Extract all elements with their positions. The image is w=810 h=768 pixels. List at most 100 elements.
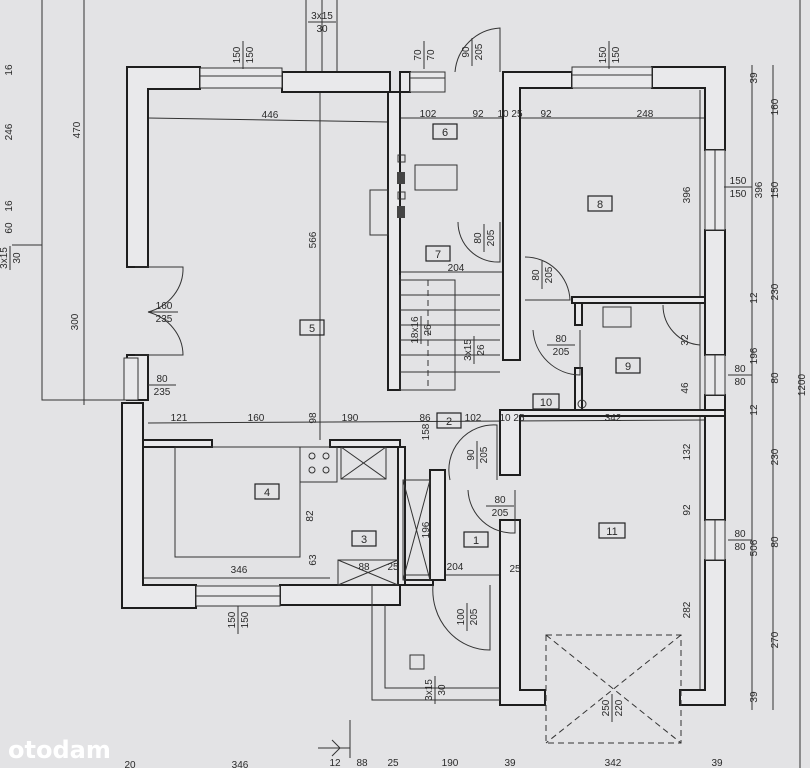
label-bottom: 235 [154, 387, 171, 398]
dim-label: 204 [447, 562, 464, 573]
label-top: 150 [227, 611, 238, 628]
dim-label: 25 [387, 562, 399, 573]
dim-label: 230 [770, 448, 781, 465]
dim-label: 132 [682, 443, 693, 460]
room-number: 3 [361, 534, 367, 546]
dim-label: 446 [262, 110, 279, 121]
dim-label: 98 [308, 412, 319, 424]
label-top: 3x15 [311, 11, 333, 22]
room-1: 1 [463, 531, 489, 548]
dim-label: 342 [605, 758, 622, 768]
label-bottom: 205 [479, 446, 490, 463]
room-6: 6 [432, 123, 458, 140]
dim-label: 80 [770, 372, 781, 384]
dim-label: 12 [749, 292, 760, 304]
dim-label: 10 25 [499, 413, 524, 424]
dim-label: 470 [72, 121, 83, 138]
bottom-dimension-labels: 20 346 12 88 25 190 39 342 39 [124, 758, 723, 768]
dim-label: 25 [509, 564, 521, 575]
label-bottom: 205 [553, 347, 570, 358]
dim-label: 46 [680, 382, 691, 394]
dim-label: 506 [749, 539, 760, 556]
label-top: 80 [555, 334, 567, 345]
room-number: 11 [606, 526, 617, 538]
dim-label: 80 [770, 536, 781, 548]
dim-label: 39 [504, 758, 516, 768]
dim-label: 92 [472, 109, 484, 120]
sink-icon [602, 306, 632, 328]
dim-label: 248 [637, 109, 654, 120]
label-top: 160 [156, 301, 173, 312]
stairs [399, 275, 500, 391]
room-number: 7 [435, 249, 441, 261]
room-2: 2 [436, 412, 462, 429]
dim-label: 20 [124, 760, 136, 768]
dimension-labels: 446 566 470 246 16 16 60 300 102 92 10 2… [4, 64, 808, 703]
room-number: 1 [473, 535, 479, 547]
label-bottom: 205 [492, 508, 509, 519]
label-bottom: 150 [240, 611, 251, 628]
room-8: 8 [587, 195, 613, 212]
dim-label: 396 [754, 181, 765, 198]
dim-label: 204 [448, 263, 465, 274]
dim-label: 32 [680, 334, 691, 346]
room-9: 9 [615, 357, 641, 374]
label-top: 3x15 [463, 339, 474, 361]
label-top: 150 [598, 46, 609, 63]
dim-label: 190 [442, 758, 459, 768]
room-labels: 1 2 3 4 5 6 7 8 9 10 11 [254, 123, 641, 548]
dim-label: 92 [540, 109, 552, 120]
label-top: 3x15 [0, 247, 10, 269]
walls [121, 66, 726, 706]
label-top: 100 [456, 608, 467, 625]
dim-label: 10 25 [497, 109, 522, 120]
label-bottom: 205 [469, 608, 480, 625]
dim-label: 190 [342, 413, 359, 424]
dim-label: 102 [420, 109, 437, 120]
windows [123, 66, 726, 607]
dim-label: 60 [4, 222, 15, 234]
dim-label: 121 [171, 413, 188, 424]
bay-window [545, 634, 682, 744]
label-top: 150 [232, 46, 243, 63]
label-bottom: 205 [486, 229, 497, 246]
dim-label: 88 [356, 758, 368, 768]
dim-label: 160 [770, 98, 781, 115]
dim-label: 230 [770, 283, 781, 300]
dim-label: 88 [358, 562, 370, 573]
room-5: 5 [299, 319, 325, 336]
room-7: 7 [425, 245, 451, 262]
room-number: 5 [309, 323, 315, 335]
dim-label: 158 [421, 423, 432, 440]
label-top: 80 [531, 269, 542, 281]
watermark-logo: otodam [8, 736, 111, 764]
dim-label: 566 [308, 231, 319, 248]
dim-label: 12 [329, 758, 341, 768]
room-number: 8 [597, 199, 603, 211]
dimension-lines [12, 0, 801, 768]
label-top: 80 [734, 529, 746, 540]
label-bottom: 205 [544, 266, 555, 283]
dim-label: 102 [465, 413, 482, 424]
dim-label: 396 [682, 186, 693, 203]
label-top: 90 [461, 46, 472, 58]
dim-label: 82 [305, 510, 316, 522]
label-top: 3x15 [424, 679, 435, 701]
dim-label: 342 [605, 413, 622, 424]
dim-label: 39 [749, 72, 760, 84]
dim-label: 150 [770, 181, 781, 198]
room-number: 10 [540, 397, 552, 409]
room-number: 4 [264, 487, 270, 499]
dim-label: 25 [387, 758, 399, 768]
label-bottom: 150 [611, 46, 622, 63]
